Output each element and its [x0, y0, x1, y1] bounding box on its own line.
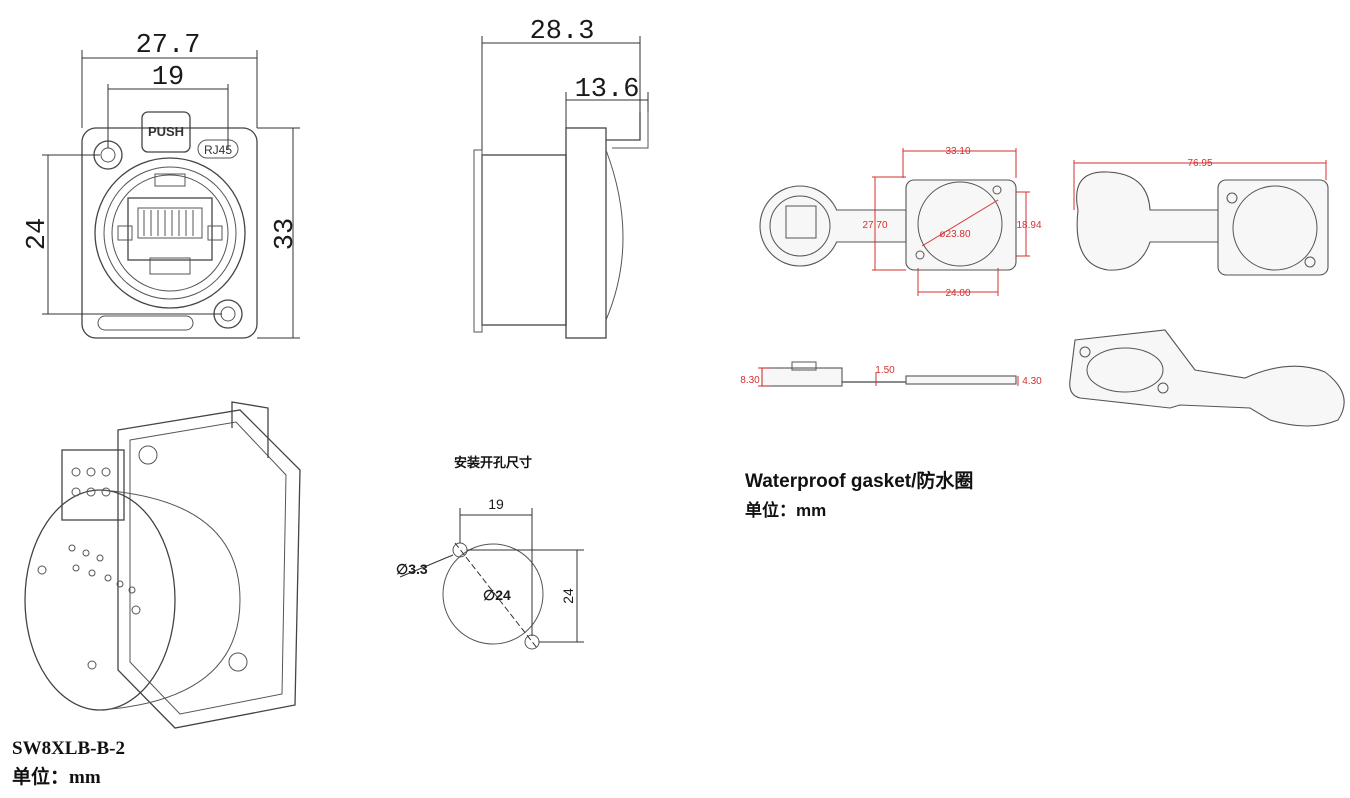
dim-gasket-height: 27.70: [862, 220, 887, 231]
gasket-cap-top: [759, 185, 841, 267]
gasket-frame-top: [905, 179, 1017, 271]
dim-cutout-vertical: 24: [560, 588, 576, 604]
gasket-profile-cap: [761, 367, 843, 387]
rj45-port: [127, 197, 213, 261]
iso-flange: [117, 409, 301, 729]
cutout-title: 安装开孔尺寸: [454, 455, 532, 471]
dim-gasket-cap-thickness: 8.30: [740, 375, 760, 386]
iso-pcb: [61, 449, 125, 521]
dim-center-diameter: ∅24: [483, 587, 511, 603]
dim-width-outer: 27.7: [136, 31, 201, 61]
cutout-hole-bottom: [524, 634, 540, 650]
flange-outline: [81, 127, 258, 339]
dim-flange: 13.6: [575, 75, 640, 105]
iso-barrel: [24, 489, 176, 711]
iso-pin-holes: [71, 467, 111, 497]
dim-width-holes: 19: [152, 63, 184, 93]
port-contacts: [143, 210, 194, 236]
side-body: [481, 154, 567, 326]
gasket-rear-frame: [1217, 179, 1329, 276]
panel-cutout: 安装开孔尺寸 19 ∅3.3 ∅24 24: [396, 455, 584, 650]
dim-gasket-width: 33.10: [945, 146, 970, 157]
gasket-profile-frame: [905, 375, 1017, 385]
gasket-caption: Waterproof gasket/防水圈: [745, 469, 973, 492]
dim-gasket-diameter: ø23.80: [939, 229, 971, 240]
gasket-views: 33.10 27.70 ø23.80 18.94 24.00 76.95 8.3…: [740, 146, 1345, 520]
dim-height-holes: 24: [23, 218, 53, 250]
dim-depth: 28.3: [530, 17, 595, 47]
iso-pins: [37, 544, 141, 670]
label-slot: [97, 315, 194, 331]
dim-gasket-hole-width: 24.00: [945, 288, 970, 299]
gasket-iso: [1069, 329, 1345, 427]
barrel-outer: [94, 157, 246, 309]
push-button-tab: [141, 111, 191, 153]
gasket-unit: 单位：mm: [745, 500, 826, 520]
cutout-hole-top: [452, 542, 468, 558]
side-view: 28.3 13.6: [473, 17, 649, 339]
side-flange: [565, 127, 607, 339]
front-view: PUSH RJ45 27.7: [23, 31, 301, 339]
rj45-badge: [197, 139, 239, 159]
dim-height-outer: 33: [271, 218, 301, 250]
cutout-main-hole: [442, 543, 544, 645]
dim-gasket-hole-height: 18.94: [1016, 220, 1041, 231]
model-number: SW8XLB-B-2: [12, 738, 125, 759]
dim-gasket-strap-thickness: 1.50: [875, 365, 895, 376]
push-label: PUSH: [148, 124, 184, 139]
isometric-view: [24, 401, 301, 729]
gasket-rear-cap: [1076, 171, 1223, 271]
dim-gasket-length: 76.95: [1187, 158, 1212, 169]
dim-hole-diameter: ∅3.3: [396, 561, 428, 577]
dim-gasket-frame-thickness: 4.30: [1022, 376, 1042, 387]
footer-unit: 单位：mm: [12, 765, 101, 788]
rj45-label: RJ45: [204, 143, 232, 157]
dim-hole-spacing: 19: [488, 496, 504, 512]
